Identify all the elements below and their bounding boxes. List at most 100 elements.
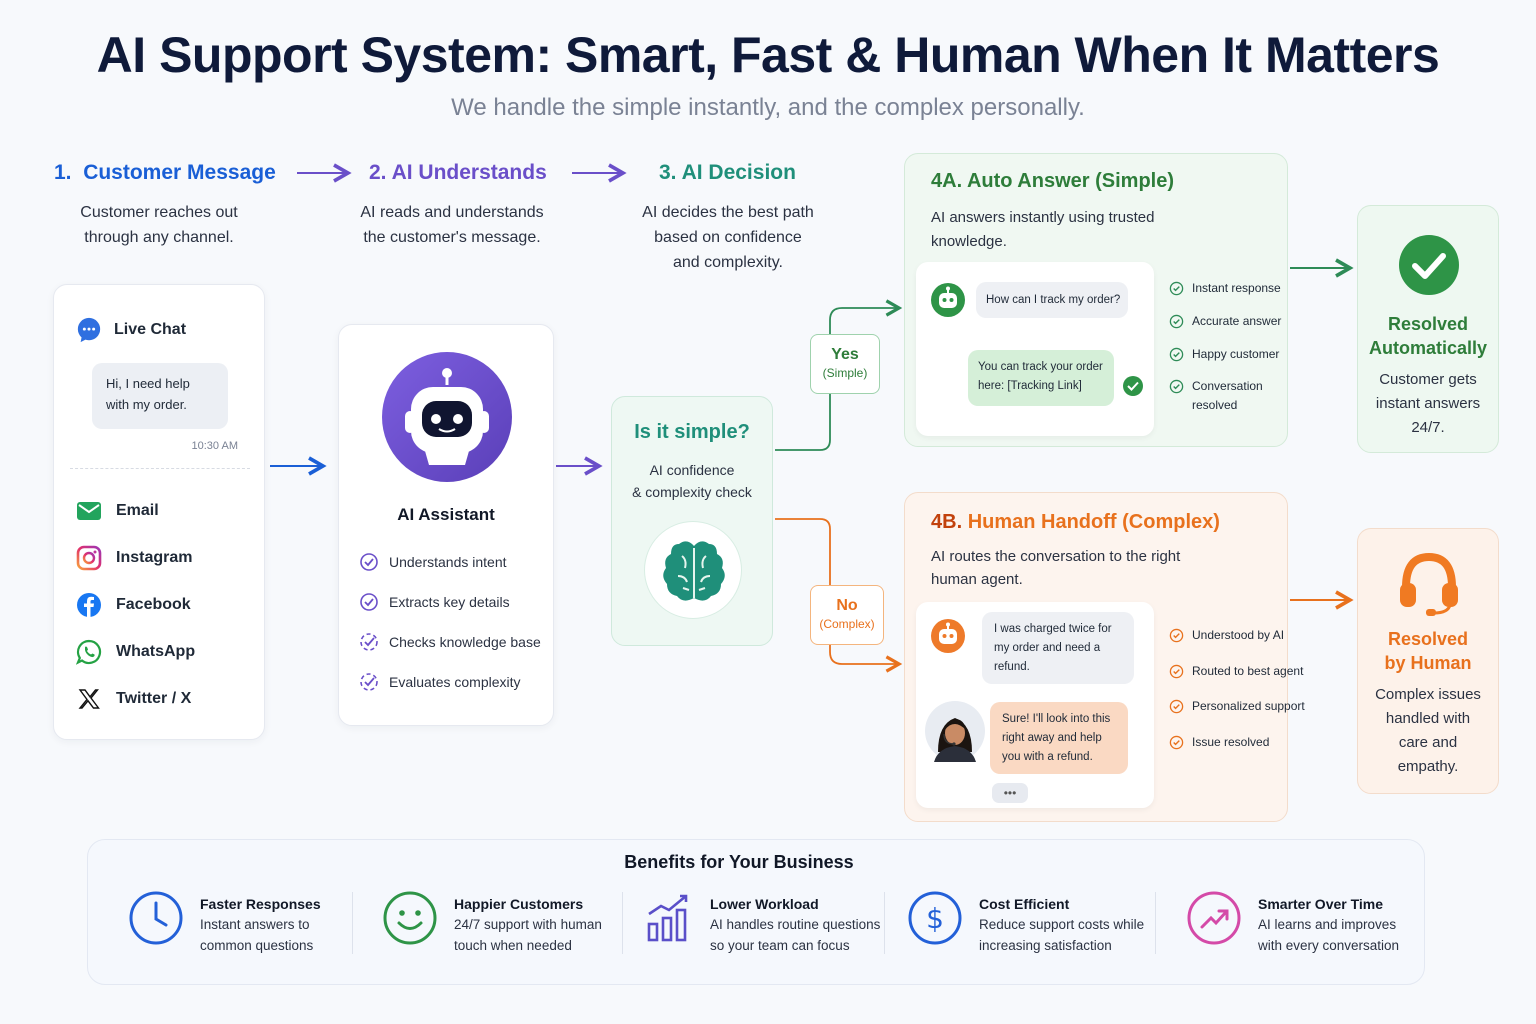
x-icon (76, 686, 102, 712)
page-title: AI Support System: Smart, Fast & Human W… (96, 27, 1440, 83)
assistant-check-4: Evaluates complexity (359, 672, 521, 692)
brain-icon (663, 541, 725, 601)
auto-answer-title: 4A. Auto Answer (Simple) (931, 170, 1175, 192)
channel-twitter-x[interactable]: Twitter / X (76, 686, 191, 712)
benefit-divider (622, 892, 623, 954)
check-dashed-icon (360, 673, 378, 691)
check-circle-icon (1169, 347, 1184, 362)
email-icon (76, 498, 102, 524)
benefits-heading: Benefits for Your Business (624, 852, 854, 872)
auto-check-3: Happy customer (1169, 345, 1279, 364)
robot-icon (931, 283, 965, 317)
message-timestamp: 10:30 AM (191, 440, 238, 452)
agent-photo-icon (925, 701, 985, 762)
check-circle-icon (360, 593, 378, 611)
bar-chart-icon (647, 894, 688, 942)
benefit-divider (1155, 892, 1156, 954)
robot-avatar (381, 351, 513, 488)
sent-check-icon (1122, 375, 1144, 402)
trend-up-icon (1187, 891, 1241, 945)
facebook-icon (76, 592, 102, 618)
check-circle-icon (1169, 735, 1184, 750)
check-circle-icon (1169, 379, 1184, 394)
auto-check-2: Accurate answer (1169, 312, 1281, 331)
instagram-icon (76, 545, 102, 571)
ai-assistant-card: AI Assistant Understands intent Extracts… (338, 324, 554, 726)
human-check-2: Routed to best agent (1169, 662, 1303, 681)
bot-avatar (930, 282, 966, 323)
auto-user-message: How can I track my order? (976, 282, 1128, 318)
check-circle-icon (1169, 699, 1184, 714)
decision-desc: AI confidence& complexity check (632, 462, 752, 500)
headset-icon (1396, 549, 1462, 622)
human-check-4: Issue resolved (1169, 733, 1269, 752)
robot-icon (382, 352, 512, 482)
whatsapp-icon (76, 639, 102, 665)
channel-live-chat[interactable]: Live Chat (76, 317, 186, 343)
assistant-check-1: Understands intent (359, 552, 507, 572)
check-circle-icon (1169, 314, 1184, 329)
no-complex-label: No (Complex) (810, 585, 884, 645)
human-check-3: Personalized support (1169, 697, 1305, 716)
check-dashed-icon (360, 633, 378, 651)
decision-question: Is it simple? (634, 421, 750, 443)
step-2-title: 2. AI Understands (369, 161, 547, 184)
svg-text:$: $ (926, 902, 944, 935)
benefit-divider (352, 892, 353, 954)
page-subtitle: We handle the simple instantly, and the … (451, 94, 1085, 121)
channel-facebook[interactable]: Facebook (76, 592, 191, 618)
agent-avatar (924, 700, 986, 767)
robot-icon (931, 619, 965, 653)
typing-indicator: ••• (992, 783, 1028, 803)
clock-icon (129, 891, 183, 945)
assistant-check-3: Checks knowledge base (359, 632, 541, 652)
auto-check-1: Instant response (1169, 279, 1281, 298)
channel-email[interactable]: Email (76, 498, 159, 524)
check-circle-icon (360, 553, 378, 571)
chat-bubble-icon (76, 317, 102, 343)
brain-badge (644, 521, 742, 619)
benefits-panel (87, 839, 1425, 985)
check-circle-icon (1169, 628, 1184, 643)
channel-whatsapp[interactable]: WhatsApp (76, 639, 195, 665)
check-circle-icon (1169, 281, 1184, 296)
yes-simple-label: Yes (Simple) (810, 334, 880, 394)
step-1-title: 1. Customer Message (54, 161, 276, 184)
auto-chat-panel: How can I track my order? You can track … (916, 262, 1154, 436)
decision-card: Is it simple? AI confidence& complexity … (611, 396, 773, 646)
assistant-check-2: Extracts key details (359, 592, 510, 612)
step-3-title: 3. AI Decision (659, 161, 796, 184)
smile-icon (383, 891, 437, 945)
assistant-name: AI Assistant (397, 505, 495, 524)
benefit-divider (884, 892, 885, 954)
divider (70, 468, 250, 469)
channel-instagram[interactable]: Instagram (76, 545, 192, 571)
check-circle-icon (1169, 664, 1184, 679)
human-check-1: Understood by AI (1169, 626, 1284, 645)
bot-avatar (930, 618, 966, 659)
human-handoff-title: 4B. Human Handoff (Complex) (931, 511, 1220, 533)
live-chat-label: Live Chat (114, 321, 187, 338)
